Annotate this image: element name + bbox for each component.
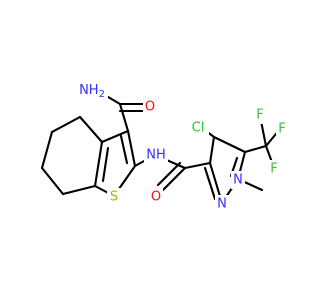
atom-n-pyrazole-b: N xyxy=(215,195,229,213)
molecule-diagram: NH2 O NH S O Cl F F xyxy=(40,81,288,213)
bond xyxy=(40,130,54,170)
atom-o-amide1-label: O xyxy=(145,100,155,115)
bond xyxy=(119,134,129,165)
bond xyxy=(118,102,130,133)
bond xyxy=(212,135,247,154)
bond xyxy=(93,140,104,188)
atom-n-pyrazole-a-label: N xyxy=(233,173,243,188)
atom-f-top: F xyxy=(254,106,266,124)
atom-nh2: NH2 xyxy=(79,81,108,100)
bond xyxy=(126,129,137,168)
atom-f-bottom-label: F xyxy=(270,162,277,177)
atom-cl-label: Cl xyxy=(192,121,205,136)
atom-nh2-label: NH xyxy=(79,83,99,98)
bond xyxy=(101,146,110,183)
atom-n-pyrazole-b-label: N xyxy=(217,197,227,212)
atom-o-amide2: O xyxy=(149,188,163,206)
atom-nh-link-label: NH xyxy=(146,148,166,163)
bond xyxy=(183,161,212,170)
atom-nh2-subscript: 2 xyxy=(99,89,105,100)
atom-s-ring: S xyxy=(107,188,121,206)
atom-s-ring-label: S xyxy=(110,190,118,205)
bond xyxy=(161,166,187,192)
bond xyxy=(156,161,182,187)
atom-cl: Cl xyxy=(187,119,209,137)
bond xyxy=(100,129,130,144)
bond xyxy=(78,115,104,144)
bond xyxy=(50,115,82,134)
atom-f-right: F xyxy=(276,120,288,138)
svg-text:NH2: NH2 xyxy=(79,83,105,100)
atom-o-amide1: O xyxy=(143,98,157,116)
bond xyxy=(40,166,65,196)
atom-o-amide2-label: O xyxy=(151,190,161,205)
atom-layer: NH2 O NH S O Cl F F xyxy=(79,81,288,213)
atom-f-right-label: F xyxy=(278,122,285,137)
bond xyxy=(208,135,216,165)
atom-f-bottom: F xyxy=(268,160,280,178)
atom-f-top-label: F xyxy=(256,108,263,123)
atom-nh-link: NH xyxy=(144,146,168,164)
bond xyxy=(243,144,268,154)
atom-n-pyrazole-a: N xyxy=(231,171,245,189)
bond xyxy=(203,166,217,201)
bond xyxy=(61,184,97,196)
